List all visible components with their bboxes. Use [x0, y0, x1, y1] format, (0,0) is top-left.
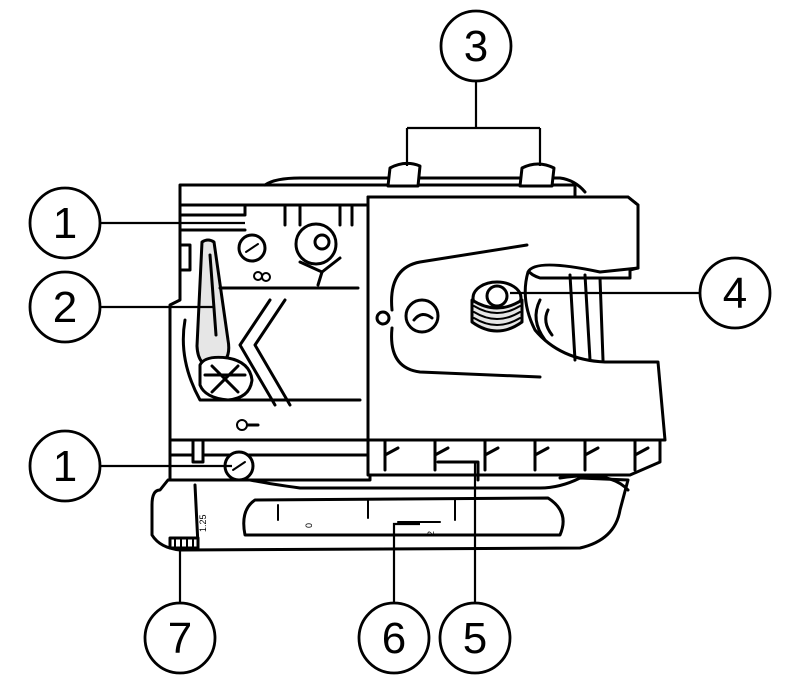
callout-4-label: 4 — [723, 269, 747, 318]
adjust-knob — [168, 536, 200, 550]
callout-1-upper-label: 1 — [53, 199, 77, 248]
scale-mark-0: 0 — [304, 523, 314, 528]
leader-lines — [100, 74, 700, 605]
thread-guides — [386, 161, 556, 188]
callout-5: 5 — [438, 601, 512, 675]
scale-mark-2: 2 — [426, 531, 436, 536]
presser-plate — [366, 195, 667, 442]
callout-1-upper: 1 — [28, 186, 102, 260]
callout-6: 6 — [357, 601, 431, 675]
callout-2-label: 2 — [53, 283, 77, 332]
callout-4: 4 — [698, 256, 772, 330]
callout-2: 2 — [28, 270, 102, 344]
scale-mark-1-25: 1.25 — [198, 514, 208, 532]
base-dial — [150, 474, 630, 552]
callout-1-lower: 1 — [28, 429, 102, 503]
callout-7: 7 — [143, 601, 217, 675]
callout-3-label: 3 — [464, 22, 488, 71]
callout-5-label: 5 — [463, 614, 487, 663]
callout-3: 3 — [439, 9, 513, 83]
callout-7-label: 7 — [168, 614, 192, 663]
callout-1-lower-label: 1 — [53, 442, 77, 491]
callout-6-label: 6 — [382, 614, 406, 663]
feed-teeth — [366, 438, 662, 482]
